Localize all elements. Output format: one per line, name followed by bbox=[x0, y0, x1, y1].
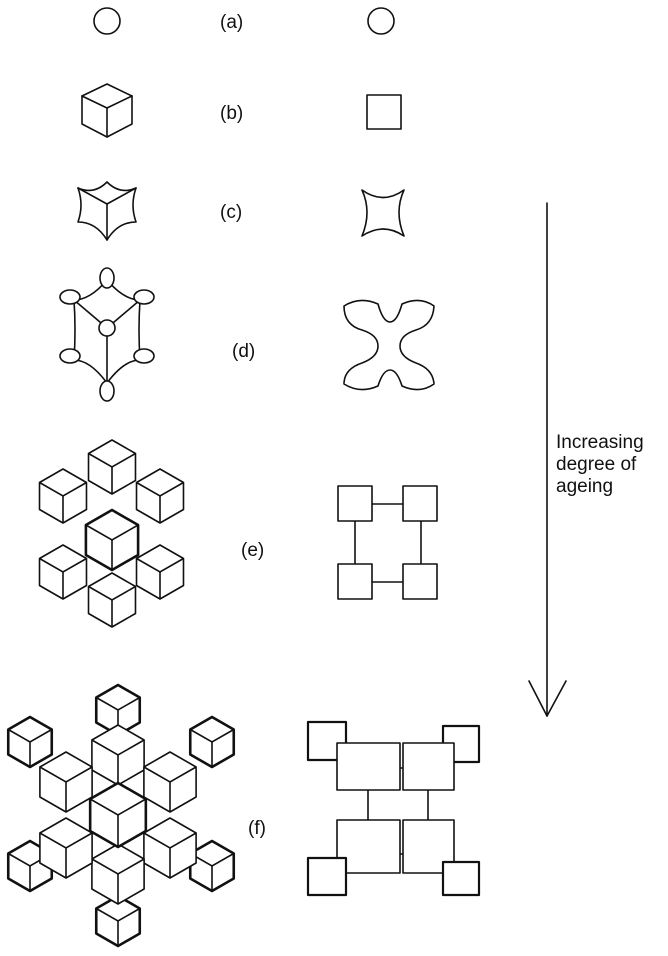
cube-icon bbox=[39, 751, 93, 813]
cross-shape-2d-d bbox=[343, 299, 435, 391]
label-f: (f) bbox=[248, 818, 266, 839]
arrow-label-line1: Increasing bbox=[556, 432, 644, 453]
label-d: (d) bbox=[232, 341, 255, 362]
cube-icon bbox=[91, 724, 145, 786]
cube-icon bbox=[135, 544, 185, 600]
label-b: (b) bbox=[220, 103, 243, 124]
row-f: (f) bbox=[6, 683, 481, 948]
cube-icon bbox=[38, 468, 88, 524]
row-c: (c) bbox=[77, 181, 405, 241]
row-d: (d) bbox=[59, 267, 435, 402]
cube-icon bbox=[87, 439, 137, 495]
cube-icon bbox=[91, 843, 145, 905]
square-network-2d-e bbox=[337, 485, 438, 600]
ageing-arrow: Increasing degree of ageing bbox=[528, 202, 644, 717]
cube-icon bbox=[143, 751, 197, 813]
cube-3d-b bbox=[81, 83, 133, 138]
cube-icon bbox=[38, 544, 88, 600]
cube-cluster-3d-e bbox=[38, 439, 185, 628]
cube-icon bbox=[6, 715, 54, 769]
cube-icon bbox=[87, 572, 137, 628]
cube-icon bbox=[84, 508, 140, 572]
cube-icon bbox=[135, 468, 185, 524]
cube-cluster-3d-f bbox=[6, 683, 236, 948]
cube-icon bbox=[88, 781, 148, 849]
row-a: (a) bbox=[93, 7, 395, 35]
arrow-head bbox=[528, 680, 567, 717]
sphere-3d-a bbox=[93, 7, 121, 35]
label-e: (e) bbox=[241, 540, 264, 561]
cube-3d-c bbox=[77, 181, 137, 241]
arrow-label-line2: degree of bbox=[556, 454, 637, 475]
cube-icon bbox=[188, 715, 236, 769]
circle-2d-a bbox=[367, 7, 395, 35]
square-2d-b bbox=[366, 94, 402, 130]
row-b: (b) bbox=[81, 83, 402, 138]
square-network-2d-f bbox=[306, 720, 481, 897]
row-e: (e) bbox=[38, 439, 438, 628]
cube-icon bbox=[94, 894, 142, 948]
arrow-label-line3: ageing bbox=[556, 476, 613, 497]
label-c: (c) bbox=[220, 202, 242, 223]
cube-icon bbox=[143, 817, 197, 879]
label-a: (a) bbox=[220, 12, 243, 33]
cube-3d-d bbox=[59, 267, 155, 402]
concave-square-2d-c bbox=[361, 189, 405, 237]
